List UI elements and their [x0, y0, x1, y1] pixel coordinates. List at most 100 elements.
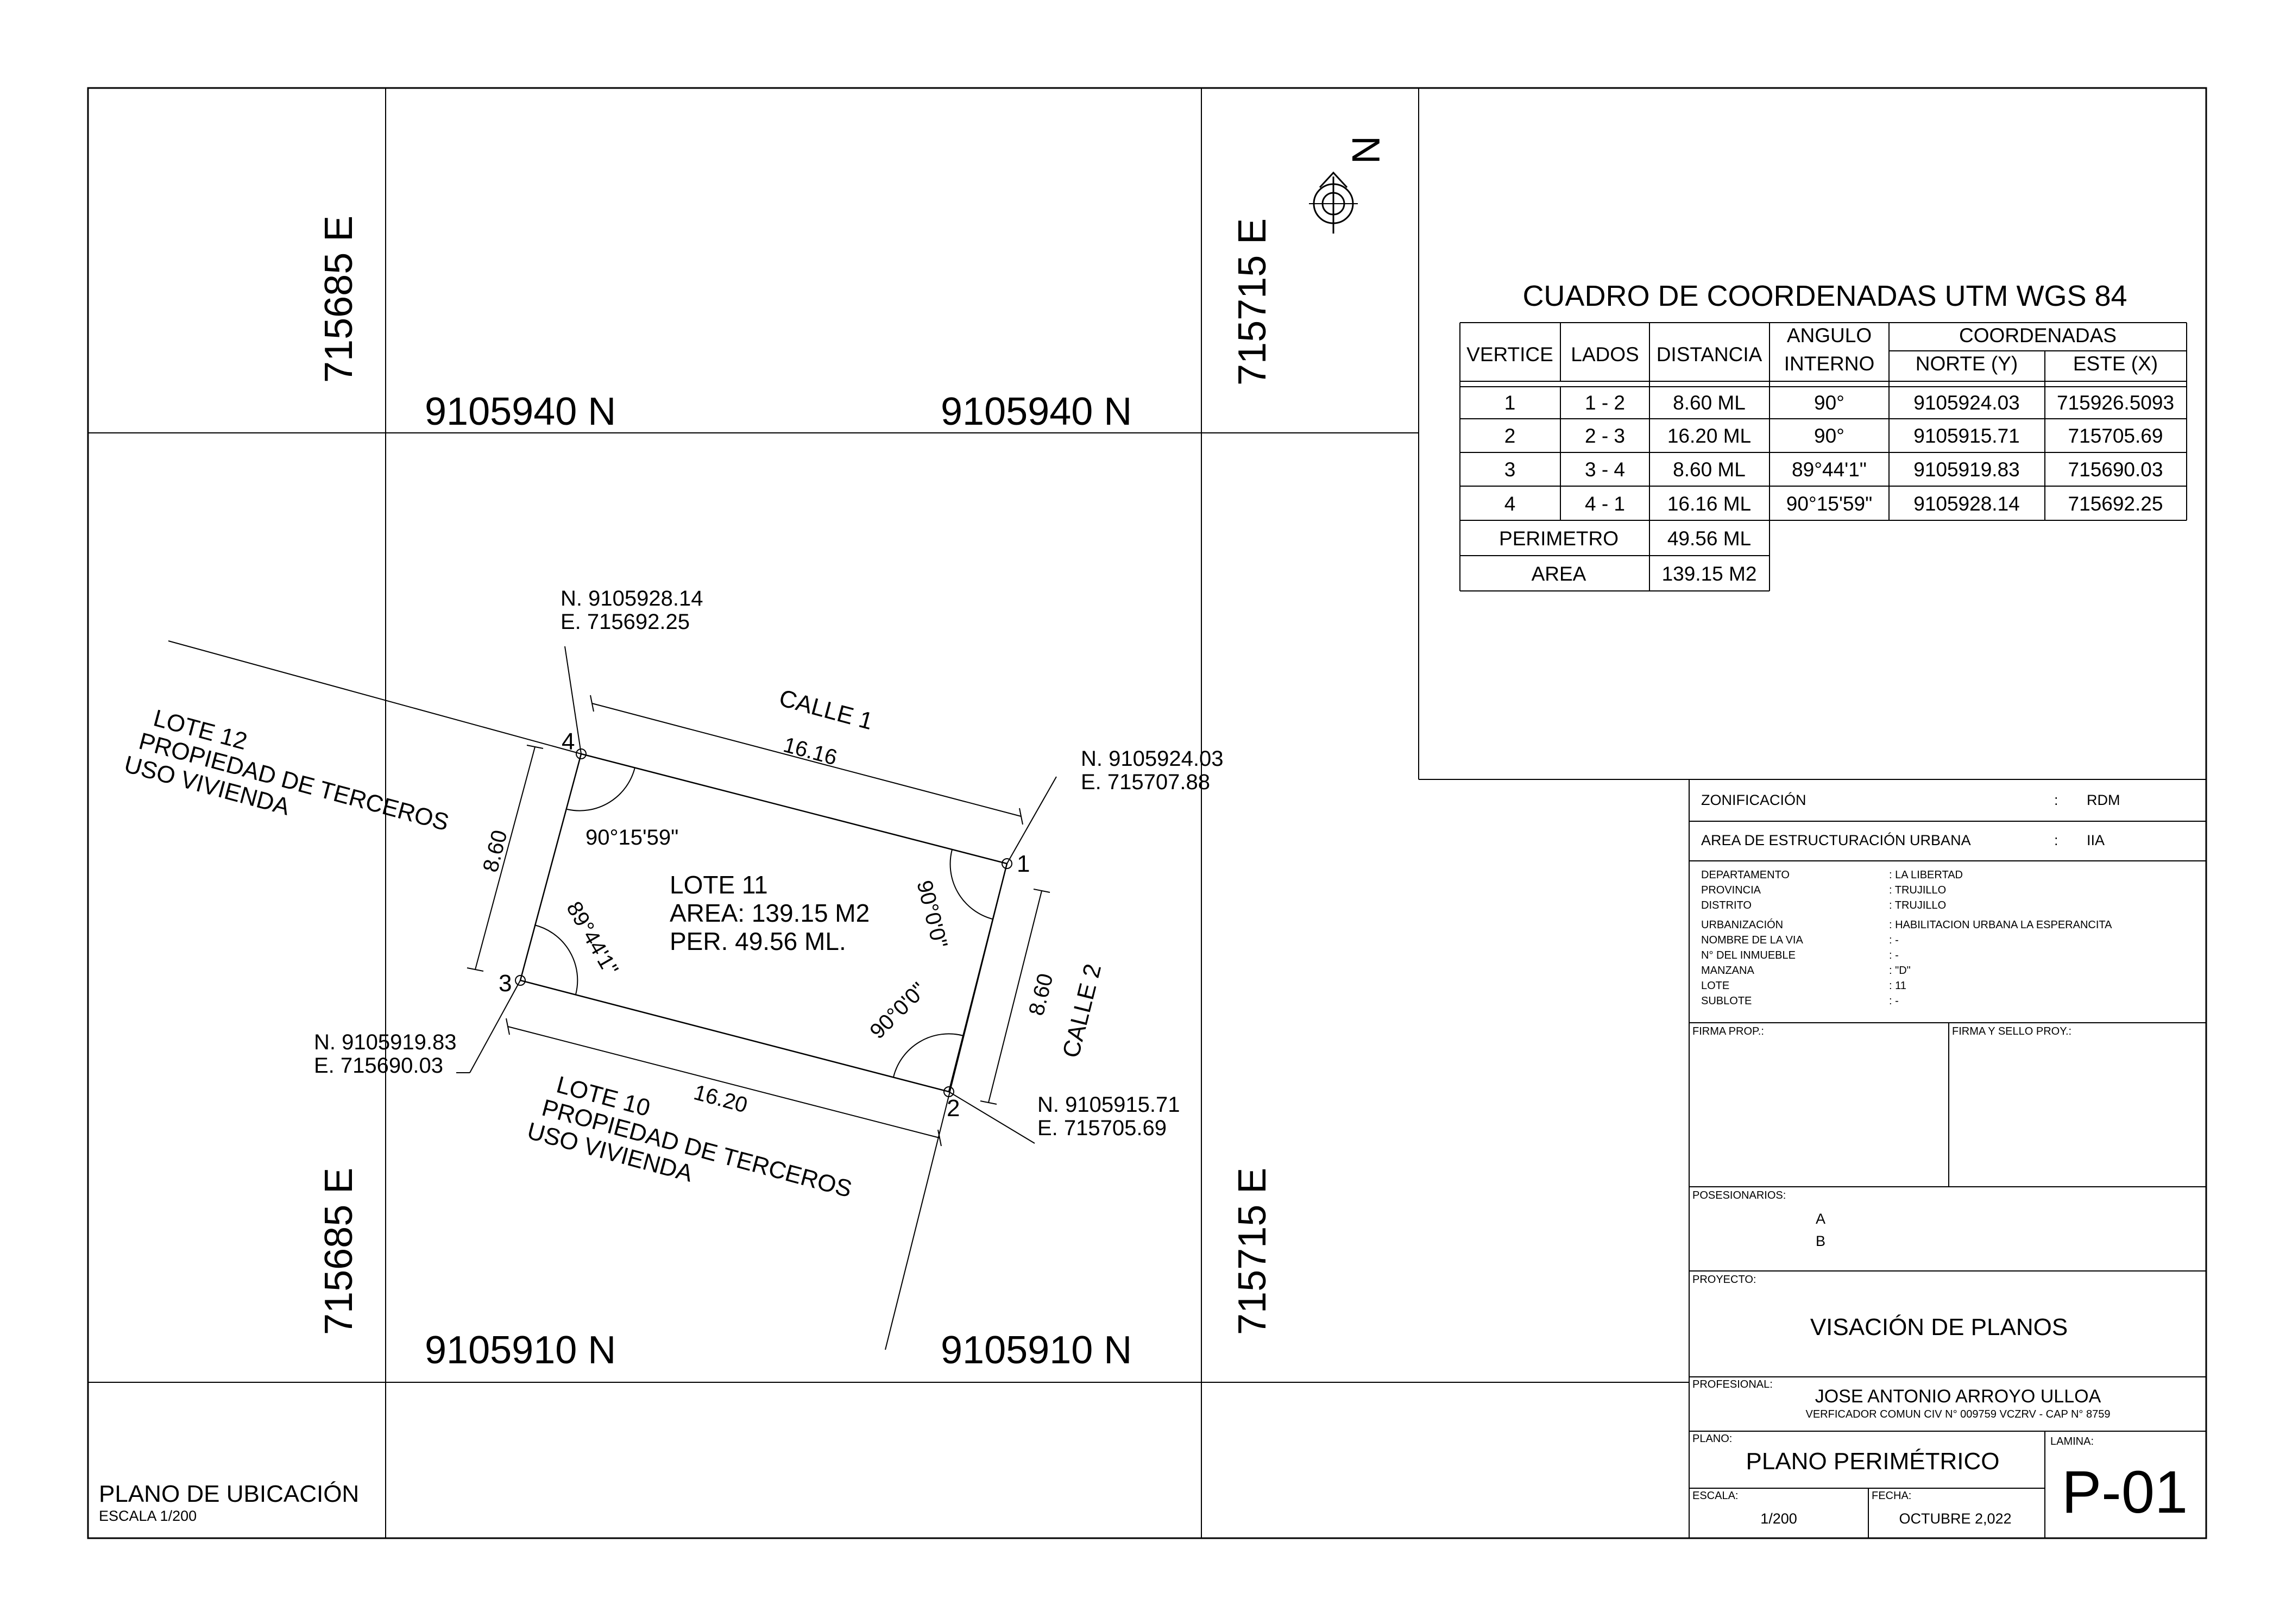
neighbor-lote-10: LOTE 10 PROPIEDAD DE TERCEROS USO VIVIEN… [525, 1071, 855, 1203]
grid-north-top-left: 9105940 N [425, 390, 616, 433]
grid-east-left-top: 715685 E [317, 216, 361, 383]
lot-name: LOTE 11 [670, 871, 768, 899]
coord-v4-east: E. 715692.25 [561, 610, 690, 634]
lamina-value: P-01 [2062, 1459, 2188, 1526]
svg-text:9105919.83: 9105919.83 [1913, 458, 2019, 481]
profesional-sub: VERFICADOR COMUN CIV N° 009759 VCZRV - C… [1806, 1408, 2111, 1420]
perimeter-value: 49.56 ML [1667, 527, 1751, 550]
escala-value: 1/200 [1760, 1510, 1797, 1527]
zonificacion-label: ZONIFICACIÓN [1701, 791, 1806, 808]
hdr-lados: LADOS [1571, 343, 1639, 366]
posesionario-b: B [1816, 1233, 1825, 1249]
svg-text:: "D": : "D" [1889, 965, 1911, 977]
table-row: 2 2 - 3 16.20 ML 90° 9105915.71 715705.6… [1504, 425, 2163, 447]
dim-right: 8.60 [1024, 971, 1058, 1018]
dimension-lines [467, 695, 1050, 1147]
angle-v2: 90°0'0" [865, 978, 931, 1044]
svg-text:715926.5093: 715926.5093 [2057, 392, 2174, 414]
dim-top: 16.16 [781, 733, 840, 770]
svg-text:N° DEL INMUEBLE: N° DEL INMUEBLE [1701, 949, 1796, 961]
svg-text:90°: 90° [1814, 392, 1844, 414]
svg-text:1 - 2: 1 - 2 [1585, 392, 1625, 414]
neighbor-boundary-line [168, 640, 582, 754]
posesionario-a: A [1816, 1211, 1825, 1227]
svg-text:715690.03: 715690.03 [2068, 458, 2163, 481]
location-plan-title: PLANO DE UBICACIÓN [99, 1481, 359, 1507]
street-calle-1: CALLE 1 [776, 684, 876, 735]
proyecto-value: VISACIÓN DE PLANOS [1810, 1314, 2068, 1340]
grid-east-right-bottom: 715715 E [1231, 1168, 1274, 1335]
area-estructuracion-value: IIA [2087, 832, 2105, 848]
svg-text:MANZANA: MANZANA [1701, 965, 1754, 977]
svg-text:16.16 ML: 16.16 ML [1667, 493, 1751, 515]
profesional-label: PROFESIONAL: [1692, 1378, 1773, 1390]
svg-text:LOTE: LOTE [1701, 980, 1729, 992]
svg-text:: -: : - [1889, 995, 1899, 1007]
posesionarios-label: POSESIONARIOS: [1692, 1189, 1786, 1201]
table-row: 3 3 - 4 8.60 ML 89°44'1" 9105919.83 7156… [1504, 458, 2163, 481]
svg-text:4: 4 [1504, 493, 1516, 515]
svg-text:9105924.03: 9105924.03 [1913, 392, 2019, 414]
zonificacion-value: RDM [2087, 792, 2120, 808]
table-row: 1 1 - 2 8.60 ML 90° 9105924.03 715926.50… [1504, 392, 2174, 414]
svg-text:715705.69: 715705.69 [2068, 425, 2163, 447]
angle-arcs [534, 767, 993, 1078]
area-estructuracion-colon: : [2054, 832, 2058, 848]
title-block-frame [1419, 779, 2206, 1538]
svg-text:9105915.71: 9105915.71 [1913, 425, 2019, 447]
leader-lines [456, 646, 1057, 1144]
grid-north-bottom-left: 9105910 N [425, 1329, 616, 1372]
grid-east-left-bottom: 715685 E [317, 1168, 361, 1335]
coord-v2-east: E. 715705.69 [1037, 1116, 1167, 1140]
coordinate-table: CUADRO DE COORDENADAS UTM WGS 84 [1459, 280, 2187, 591]
fecha-label: FECHA: [1872, 1490, 1911, 1502]
svg-text:: TRUJILLO: : TRUJILLO [1889, 884, 1946, 896]
location-plan-scale: ESCALA 1/200 [99, 1508, 197, 1524]
svg-text:N: N [1344, 136, 1387, 164]
svg-text:: -: : - [1889, 949, 1899, 961]
firma-prop-label: FIRMA PROP.: [1692, 1025, 1764, 1037]
svg-text:PROVINCIA: PROVINCIA [1701, 884, 1761, 896]
svg-text:: HABILITACION URBANA LA ESPER: : HABILITACION URBANA LA ESPERANCITA [1889, 919, 2112, 931]
angle-v1: 90°0'0" [912, 878, 952, 951]
area-value: 139.15 M2 [1662, 563, 1757, 585]
svg-text:90°: 90° [1814, 425, 1844, 447]
svg-text:DEPARTAMENTO: DEPARTAMENTO [1701, 869, 1790, 881]
hdr-interno: INTERNO [1784, 353, 1875, 375]
svg-text:SUBLOTE: SUBLOTE [1701, 995, 1752, 1007]
table-row: 4 4 - 1 16.16 ML 90°15'59" 9105928.14 71… [1504, 493, 2163, 515]
vertex-label-1: 1 [1017, 851, 1030, 877]
svg-text:4 - 1: 4 - 1 [1585, 493, 1625, 515]
map-grid [88, 88, 1689, 1538]
hdr-norte: NORTE (Y) [1916, 353, 2018, 375]
lot-drawing: 4 1 2 3 N. 9105928.14 E. 715692.25 N. 91… [122, 587, 1223, 1350]
escala-label: ESCALA: [1692, 1490, 1738, 1502]
coord-v2-north: N. 9105915.71 [1037, 1093, 1180, 1117]
profesional-name: JOSE ANTONIO ARROYO ULLOA [1815, 1386, 2101, 1407]
zonificacion-colon: : [2054, 792, 2058, 808]
svg-text:2 - 3: 2 - 3 [1585, 425, 1625, 447]
plano-value: PLANO PERIMÉTRICO [1746, 1448, 2000, 1475]
hdr-distancia: DISTANCIA [1657, 343, 1762, 366]
property-info: DEPARTAMENTO : LA LIBERTAD PROVINCIA : T… [1701, 869, 2112, 1007]
coord-v3-east: E. 715690.03 [314, 1054, 443, 1078]
hdr-este: ESTE (X) [2073, 353, 2158, 375]
area-estructuracion-label: AREA DE ESTRUCTURACIÓN URBANA [1701, 832, 1971, 848]
grid-north-bottom-right: 9105910 N [941, 1329, 1132, 1372]
svg-text:2: 2 [1504, 425, 1516, 447]
north-arrow-icon: N [1309, 136, 1387, 234]
svg-text:3: 3 [1504, 458, 1516, 481]
coord-v1-east: E. 715707.88 [1081, 770, 1210, 794]
svg-text:8.60 ML: 8.60 ML [1673, 458, 1746, 481]
svg-text:: TRUJILLO: : TRUJILLO [1889, 899, 1946, 911]
angle-v3: 89°44'1" [562, 898, 623, 980]
grid-north-top-right: 9105940 N [941, 390, 1132, 433]
hdr-coordenadas: COORDENADAS [1959, 324, 2117, 347]
sheet-border [87, 87, 2207, 1539]
svg-text:: -: : - [1889, 934, 1899, 946]
svg-text:9105928.14: 9105928.14 [1913, 493, 2019, 515]
svg-text:3 - 4: 3 - 4 [1585, 458, 1625, 481]
svg-text:: LA LIBERTAD: : LA LIBERTAD [1889, 869, 1963, 881]
plano-label: PLANO: [1692, 1433, 1732, 1445]
